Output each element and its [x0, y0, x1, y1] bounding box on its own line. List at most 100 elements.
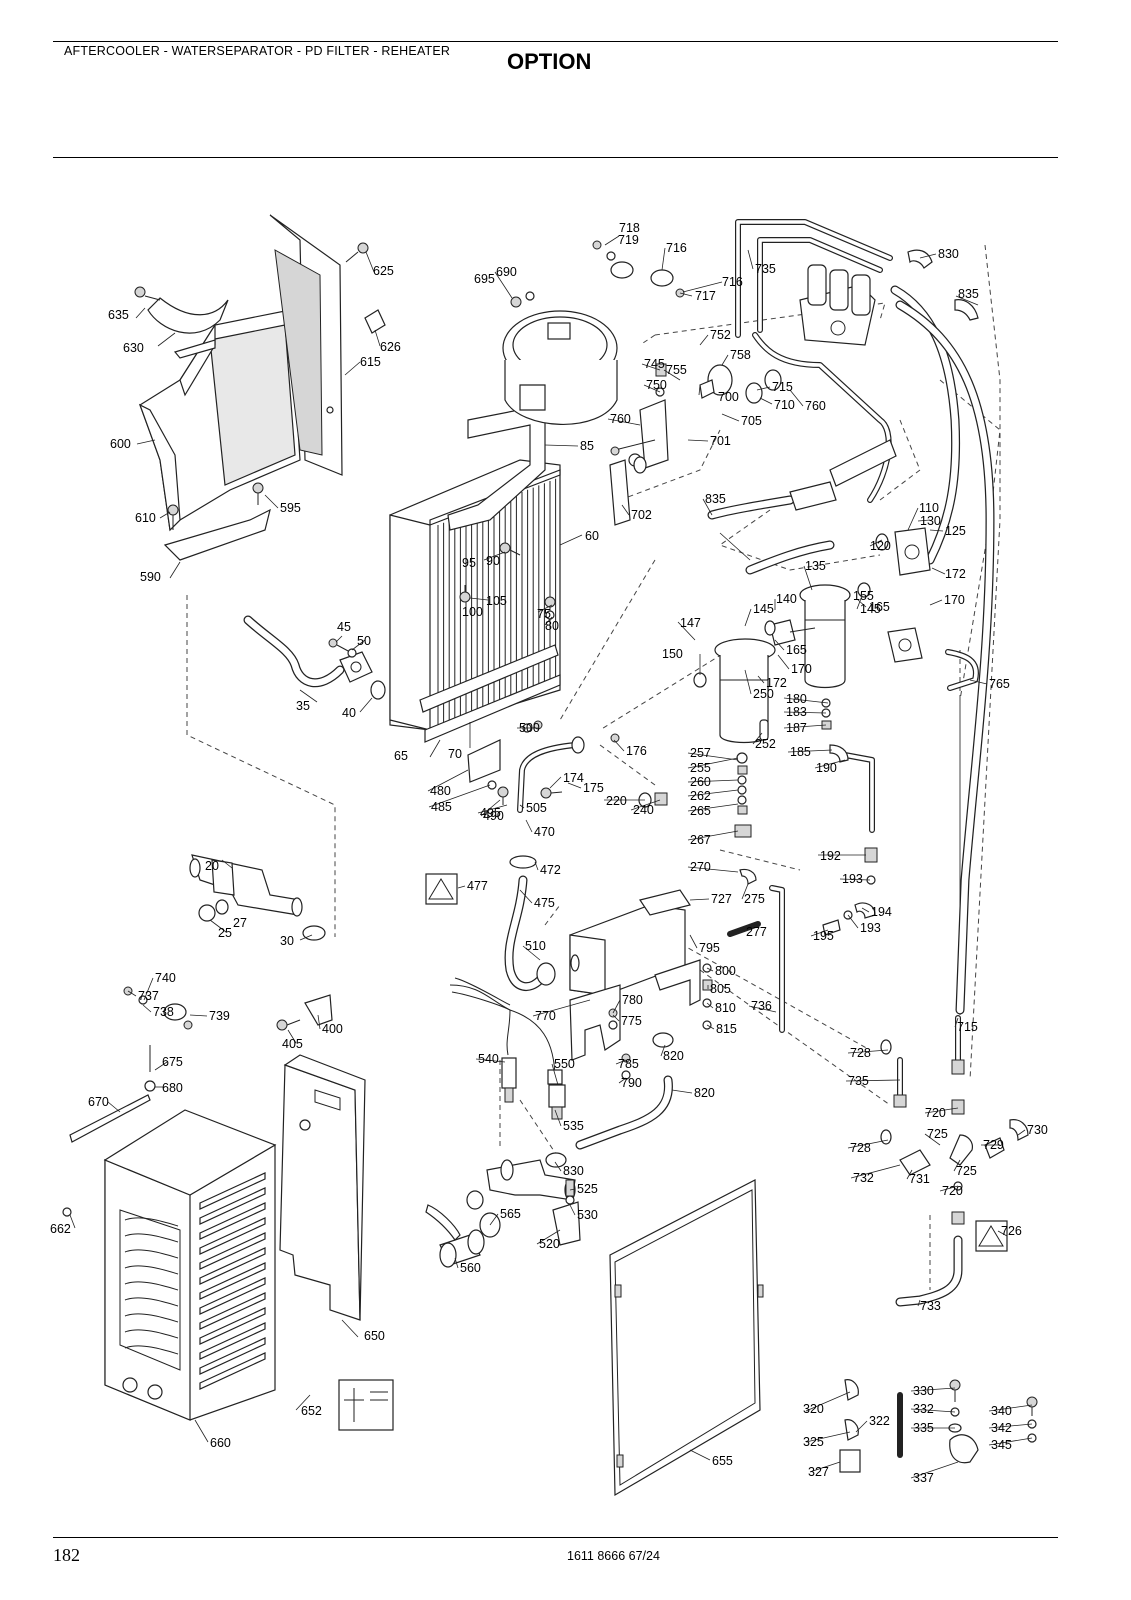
leader-line	[551, 1063, 559, 1086]
leader-line	[756, 386, 771, 391]
callout-701: 701	[710, 434, 731, 448]
leader-line	[719, 532, 751, 561]
parts-330-345	[948, 1379, 1038, 1464]
hose-475	[504, 875, 545, 991]
filter-head-120	[875, 527, 931, 576]
leader-line	[344, 361, 361, 376]
door-panel-655	[609, 1179, 764, 1497]
leader-line	[536, 1229, 561, 1245]
callout-320: 320	[803, 1402, 824, 1416]
callout-738: 738	[153, 1005, 174, 1019]
leader-line	[157, 332, 176, 347]
reheater-727	[569, 889, 691, 996]
leader-line	[489, 1213, 499, 1226]
callout-590: 590	[140, 570, 161, 584]
bolt-45	[328, 638, 357, 658]
callout-183: 183	[786, 705, 807, 719]
callout-255: 255	[690, 761, 711, 775]
leader-line	[107, 1101, 121, 1113]
callout-625: 625	[373, 264, 394, 278]
callout-785: 785	[618, 1057, 639, 1071]
leader-line	[931, 567, 946, 575]
callout-520: 520	[539, 1237, 560, 1251]
callout-716: 716	[722, 275, 743, 289]
callout-322: 322	[869, 1414, 890, 1428]
callout-835: 835	[705, 492, 726, 506]
leader-line	[997, 1230, 1008, 1237]
header-bottom-rule	[53, 157, 1058, 158]
leader-line	[805, 1431, 851, 1443]
callout-810: 810	[715, 1001, 736, 1015]
wiring-harness-550	[449, 977, 556, 1081]
leader-line	[643, 384, 661, 393]
connector-535	[548, 1084, 566, 1120]
leader-line	[814, 759, 846, 769]
leader-line	[365, 251, 375, 273]
callout-500: 500	[519, 721, 540, 735]
leader-line	[687, 757, 739, 769]
leader-line	[687, 830, 739, 841]
bracket-765	[569, 984, 621, 1061]
callout-20: 20	[205, 859, 219, 873]
leader-line	[910, 1461, 959, 1479]
flange-40	[339, 651, 386, 700]
leader-line	[847, 914, 859, 929]
callout-240: 240	[633, 803, 654, 817]
leader-line	[857, 599, 867, 608]
bracket-790	[654, 959, 701, 1006]
leader-line	[299, 689, 318, 703]
callout-720: 720	[942, 1184, 963, 1198]
leader-line	[743, 929, 746, 933]
leader-line	[757, 675, 765, 684]
leader-line	[783, 711, 827, 714]
callout-165: 165	[786, 643, 807, 657]
label-652	[338, 1379, 394, 1431]
leader-line	[744, 669, 752, 695]
leader-line	[747, 249, 754, 270]
orings-145-155	[693, 582, 871, 688]
callout-145: 145	[860, 602, 881, 616]
callout-192: 192	[820, 849, 841, 863]
side-panel-660	[103, 1109, 277, 1421]
bolts-95-100-105	[459, 542, 556, 620]
callout-728: 728	[850, 1046, 871, 1060]
leader-line	[706, 1002, 714, 1009]
callout-185: 185	[790, 745, 811, 759]
leader-line	[752, 732, 763, 745]
callout-190: 190	[816, 761, 837, 775]
callout-150: 150	[662, 647, 683, 661]
bracket-520-530	[552, 1179, 581, 1246]
leader-line	[154, 1061, 168, 1071]
leader-line	[299, 934, 313, 941]
leader-line	[687, 866, 739, 873]
bolts-485-490-500	[487, 720, 620, 805]
callout-145: 145	[753, 602, 774, 616]
callout-477: 477	[467, 879, 488, 893]
callout-835: 835	[958, 287, 979, 301]
callout-170: 170	[791, 662, 812, 676]
bolts-690-695	[510, 291, 535, 308]
leader-line	[809, 1461, 841, 1473]
leader-line	[839, 878, 871, 881]
section-title: AFTERCOOLER - WATERSEPARATOR - PD FILTER…	[64, 44, 451, 58]
callout-795: 795	[699, 941, 720, 955]
callout-595: 595	[280, 501, 301, 515]
callout-725: 725	[956, 1164, 977, 1178]
fittings-728-735	[880, 1039, 907, 1145]
callout-725: 725	[927, 1127, 948, 1141]
callout-70: 70	[448, 747, 462, 761]
callout-193: 193	[842, 872, 863, 886]
valve-block-assembly	[799, 264, 876, 346]
leader-line	[774, 639, 785, 651]
callout-830: 830	[563, 1164, 584, 1178]
hose-830-middle	[707, 439, 897, 520]
hoses-830-835	[890, 285, 995, 1015]
ball-valve-560	[425, 1204, 485, 1268]
leader-line	[855, 1420, 868, 1433]
callout-675: 675	[162, 1055, 183, 1069]
callout-770: 770	[535, 1009, 556, 1023]
leader-line	[702, 498, 713, 516]
callout-170: 170	[944, 593, 965, 607]
